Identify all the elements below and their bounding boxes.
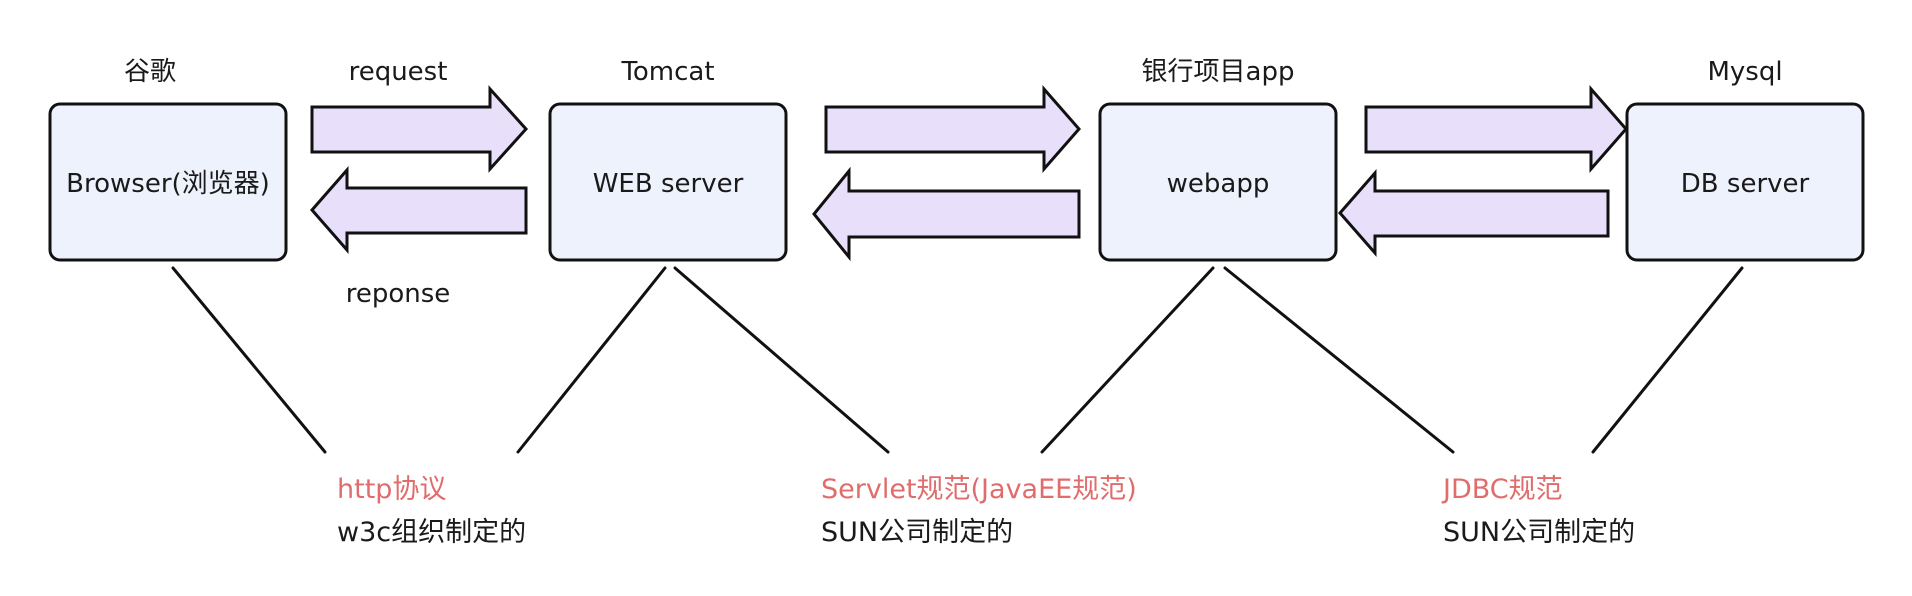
http-spec-title: http协议 <box>337 474 446 505</box>
webapp-top-label: 银行项目app <box>1142 57 1295 87</box>
request-arrow <box>310 85 529 173</box>
webapp-to-db-arrow <box>1364 85 1628 173</box>
webapp-to-server-arrow <box>812 166 1081 262</box>
web-server-top-label: Tomcat <box>620 57 714 87</box>
browser-top-label: 谷歌 <box>124 57 176 87</box>
webapp-to-servlet-line <box>1040 266 1215 454</box>
servlet-spec-title: Servlet规范(JavaEE规范) <box>821 474 1137 505</box>
browser-to-http-line <box>171 266 327 454</box>
web-server-box-label: WEB server <box>593 169 744 199</box>
webapp-node: webapp <box>1098 102 1338 262</box>
http-spec-maker: w3c组织制定的 <box>337 517 526 548</box>
browser-box-label: Browser(浏览器) <box>66 169 270 199</box>
server-to-webapp-arrow <box>824 85 1081 173</box>
jdbc-spec-title: JDBC规范 <box>1441 474 1563 505</box>
request-label: request <box>349 57 448 87</box>
servlet-spec-maker: SUN公司制定的 <box>821 517 1013 548</box>
db-server-box <box>1625 102 1865 262</box>
browser-node: Browser(浏览器) <box>48 102 288 262</box>
webapp-to-jdbc-line <box>1223 266 1455 454</box>
jdbc-spec-maker: SUN公司制定的 <box>1443 517 1635 548</box>
web-server-box <box>548 102 788 262</box>
db-server-top-label: Mysql <box>1707 57 1782 87</box>
webapp-box-label: webapp <box>1167 169 1270 199</box>
db-to-webapp-arrow <box>1338 169 1610 257</box>
web-server-node: WEB server <box>548 102 788 262</box>
response-label: reponse <box>346 279 451 309</box>
db-server-node: DB server <box>1625 102 1865 262</box>
webapp-box <box>1098 102 1338 262</box>
server-to-servlet-line <box>673 266 890 454</box>
db-to-jdbc-line <box>1591 266 1744 454</box>
response-arrow <box>310 166 528 254</box>
db-server-box-label: DB server <box>1681 169 1810 199</box>
server-to-http-line <box>516 266 667 454</box>
browser-box <box>48 102 288 262</box>
